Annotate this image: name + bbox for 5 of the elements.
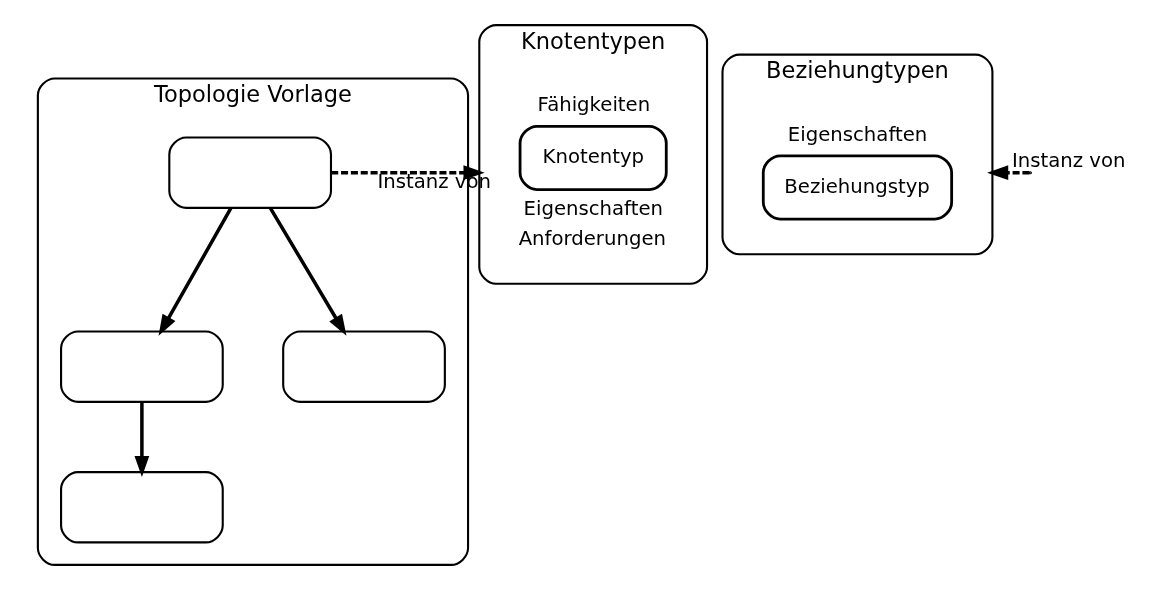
node-label: Fähigkeiten bbox=[537, 93, 650, 117]
node-label: Anforderungen bbox=[518, 226, 666, 250]
edge-label: Instanz von bbox=[1011, 149, 1125, 173]
node-label: Eigenschaften bbox=[523, 197, 663, 221]
node-label: Eigenschaften bbox=[787, 122, 927, 146]
